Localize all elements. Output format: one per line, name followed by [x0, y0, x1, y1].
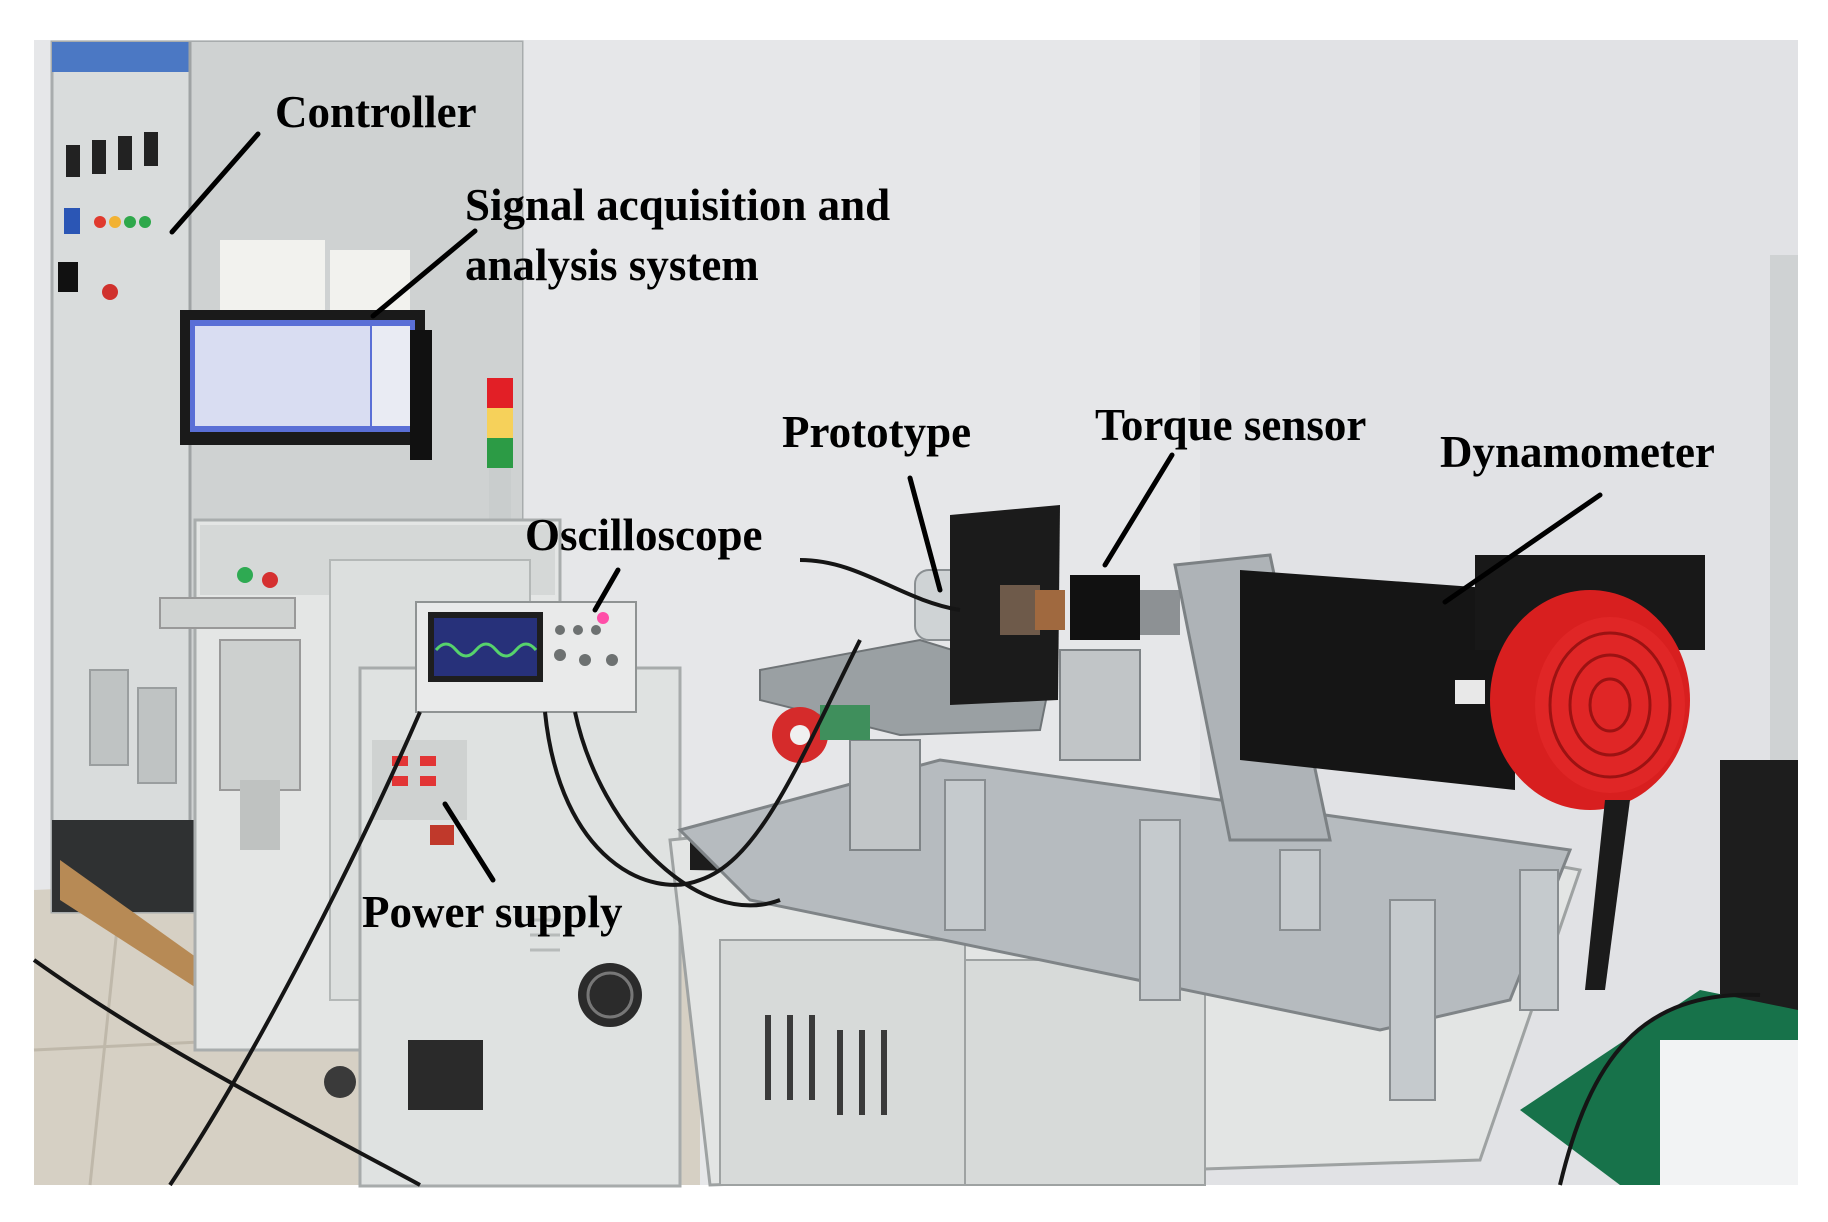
- torque-sensor-device: [1059, 575, 1180, 761]
- cables: [32, 558, 1761, 1187]
- power-supply-cabinet: [358, 666, 682, 1188]
- oscilloscope-device: [415, 601, 637, 713]
- right-side-equipment: [1520, 255, 1798, 1185]
- signal-pointer: [370, 228, 478, 319]
- label-controller: Controller: [275, 87, 477, 137]
- signal-light-tower: [487, 378, 513, 528]
- oscilloscope-pointer: [592, 567, 621, 613]
- power-pointer: [442, 801, 496, 883]
- callout-lines: [169, 131, 1603, 883]
- prototype-motor: [914, 505, 1065, 705]
- dynamometer-device: [1173, 553, 1705, 990]
- label-signal-acquisition: Signal acquisition and analysis system: [465, 175, 890, 295]
- floor-tile-line: [88, 899, 122, 1186]
- label-prototype: Prototype: [782, 407, 972, 457]
- torque-pointer: [1102, 452, 1175, 568]
- label-signal-line2: analysis system: [465, 240, 759, 290]
- prototype-pointer: [907, 475, 943, 593]
- controller-pointer: [169, 131, 261, 235]
- label-oscilloscope: Oscilloscope: [525, 510, 763, 560]
- monitor: [180, 310, 432, 460]
- label-power-supply: Power supply: [362, 887, 623, 937]
- wooden-pallet: [60, 860, 215, 1000]
- label-torque-sensor: Torque sensor: [1095, 400, 1367, 450]
- dynamometer-pointer: [1442, 492, 1603, 605]
- label-dynamometer: Dynamometer: [1440, 427, 1715, 477]
- label-signal-line1: Signal acquisition and: [465, 180, 891, 230]
